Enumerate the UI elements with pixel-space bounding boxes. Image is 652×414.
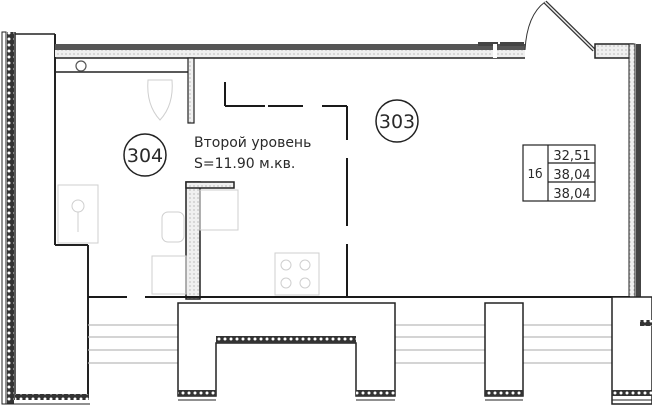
pipe-riser-icon xyxy=(75,60,87,72)
toilet-icon xyxy=(147,79,173,121)
room-tag-303: 303 xyxy=(375,99,419,143)
svg-text:38,04: 38,04 xyxy=(553,187,590,202)
fixtures xyxy=(57,79,320,296)
svg-text:32,51: 32,51 xyxy=(553,149,590,164)
area-table: 1б 32,51 38,04 38,04 xyxy=(522,144,596,202)
entry-door xyxy=(524,0,634,59)
top-wall xyxy=(55,42,525,124)
left-exterior-wall xyxy=(1,31,90,405)
right-wall xyxy=(628,43,641,300)
stove-icon xyxy=(274,252,320,296)
svg-text:303: 303 xyxy=(379,111,415,133)
svg-text:304: 304 xyxy=(127,145,163,167)
kitchen-sink-icon xyxy=(199,189,239,231)
sink-icon xyxy=(161,211,185,243)
bathroom-partition xyxy=(185,181,235,300)
svg-text:38,04: 38,04 xyxy=(553,168,590,183)
shower-icon xyxy=(57,184,99,244)
washer-icon xyxy=(151,255,187,295)
second-level-title: Второй уровень xyxy=(194,135,311,151)
bottom-wall xyxy=(88,296,652,405)
second-level-area: S=11.90 м.кв. xyxy=(194,156,295,172)
second-level-outline xyxy=(88,82,630,298)
svg-text:1б: 1б xyxy=(527,167,542,181)
room-tag-304: 304 xyxy=(123,133,167,177)
